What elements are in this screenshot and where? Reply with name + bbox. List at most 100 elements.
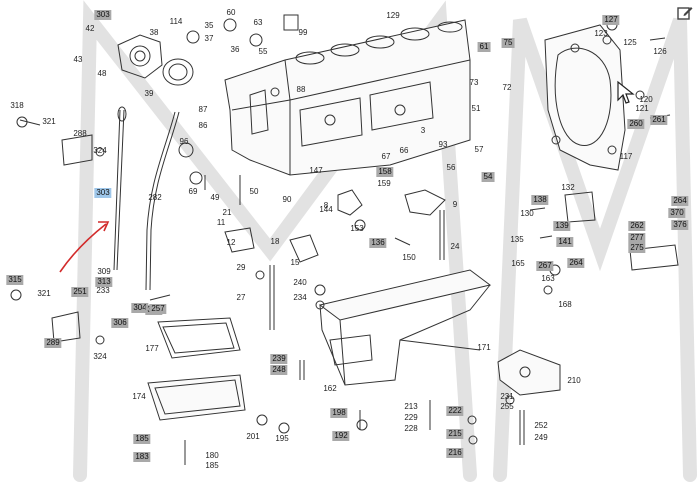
part-number-label[interactable]: 180 <box>205 451 219 460</box>
part-number-label[interactable]: 282 <box>148 193 162 202</box>
part-number-label[interactable]: 60 <box>226 8 236 17</box>
part-number-label[interactable]: 222 <box>446 406 464 416</box>
part-number-label[interactable]: 321 <box>42 117 56 126</box>
part-number-label[interactable]: 260 <box>627 119 645 129</box>
part-number-label[interactable]: 37 <box>204 34 214 43</box>
part-number-label[interactable]: 248 <box>270 365 288 375</box>
part-number-label[interactable]: 86 <box>198 121 208 130</box>
part-number-label[interactable]: 29 <box>236 263 246 272</box>
part-number-label[interactable]: 139 <box>553 221 571 231</box>
part-number-label[interactable]: 261 <box>650 115 668 125</box>
part-number-label[interactable]: 195 <box>275 434 289 443</box>
part-number-label[interactable]: 267 <box>536 261 554 271</box>
part-number-label[interactable]: 228 <box>404 424 418 433</box>
part-number-label[interactable]: 257 <box>149 304 167 314</box>
part-number-label[interactable]: 171 <box>477 343 491 352</box>
part-number-label[interactable]: 93 <box>438 140 448 149</box>
part-number-label[interactable]: 125 <box>623 38 637 47</box>
part-number-label[interactable]: 43 <box>73 55 83 64</box>
part-number-label[interactable]: 318 <box>10 101 24 110</box>
part-number-label[interactable]: 138 <box>531 195 549 205</box>
edit-icon[interactable] <box>676 4 694 22</box>
part-number-label[interactable]: 35 <box>204 21 214 30</box>
part-number-label[interactable]: 99 <box>298 28 308 37</box>
part-number-label[interactable]: 15 <box>290 258 300 267</box>
part-number-label[interactable]: 39 <box>144 89 154 98</box>
part-number-label[interactable]: 183 <box>133 452 151 462</box>
part-number-label[interactable]: 185 <box>133 434 151 444</box>
part-number-label[interactable]: 75 <box>501 38 515 48</box>
part-number-label[interactable]: 48 <box>97 69 107 78</box>
part-number-label[interactable]: 252 <box>534 421 548 430</box>
part-number-label[interactable]: 255 <box>500 402 514 411</box>
part-number-label[interactable]: 12 <box>226 238 236 247</box>
part-number-label[interactable]: 150 <box>402 253 416 262</box>
part-number-label[interactable]: 21 <box>222 208 232 217</box>
part-number-label[interactable]: 117 <box>619 152 633 161</box>
part-number-label[interactable]: 123 <box>594 29 608 38</box>
part-number-label[interactable]: 90 <box>282 195 292 204</box>
part-number-label[interactable]: 130 <box>520 209 534 218</box>
part-number-label[interactable]: 185 <box>205 461 219 470</box>
part-number-label[interactable]: 306 <box>111 318 129 328</box>
part-number-label[interactable]: 234 <box>293 293 307 302</box>
part-number-label[interactable]: 165 <box>511 259 525 268</box>
part-number-label[interactable]: 198 <box>330 408 348 418</box>
part-number-label[interactable]: 177 <box>145 344 159 353</box>
part-number-label[interactable]: 3 <box>420 126 426 135</box>
part-number-label[interactable]: 233 <box>96 286 110 295</box>
part-number-label[interactable]: 141 <box>556 237 574 247</box>
part-number-label[interactable]: 88 <box>296 85 306 94</box>
part-number-label[interactable]: 42 <box>85 24 95 33</box>
part-number-label[interactable]: 277 <box>628 233 646 243</box>
selected-part-label[interactable]: 303 <box>94 188 112 198</box>
part-number-label[interactable]: 262 <box>628 221 646 231</box>
part-number-label[interactable]: 229 <box>404 413 418 422</box>
part-number-label[interactable]: 158 <box>376 167 394 177</box>
part-number-label[interactable]: 288 <box>73 129 87 138</box>
part-number-label[interactable]: 67 <box>381 152 391 161</box>
part-number-label[interactable]: 313 <box>95 277 113 287</box>
part-number-label[interactable]: 87 <box>198 105 208 114</box>
part-number-label[interactable]: 9 <box>452 200 458 209</box>
part-number-label[interactable]: 213 <box>404 402 418 411</box>
part-number-label[interactable]: 210 <box>567 376 581 385</box>
part-number-label[interactable]: 174 <box>132 392 146 401</box>
part-number-label[interactable]: 135 <box>510 235 524 244</box>
part-number-label[interactable]: 57 <box>474 145 484 154</box>
part-number-label[interactable]: 51 <box>471 104 481 113</box>
part-number-label[interactable]: 129 <box>386 11 400 20</box>
part-number-label[interactable]: 275 <box>628 243 646 253</box>
part-number-label[interactable]: 147 <box>309 166 323 175</box>
part-number-label[interactable]: 324 <box>93 146 107 155</box>
part-number-label[interactable]: 11 <box>216 218 226 227</box>
part-number-label[interactable]: 159 <box>377 179 391 188</box>
part-number-label[interactable]: 63 <box>253 18 263 27</box>
part-number-label[interactable]: 56 <box>446 163 456 172</box>
part-number-label[interactable]: 36 <box>230 45 240 54</box>
part-number-label[interactable]: 324 <box>93 352 107 361</box>
part-number-label[interactable]: 69 <box>188 187 198 196</box>
part-number-label[interactable]: 192 <box>332 431 350 441</box>
part-number-label[interactable]: 231 <box>500 392 514 401</box>
part-number-label[interactable]: 201 <box>246 432 260 441</box>
part-number-label[interactable]: 315 <box>6 275 24 285</box>
part-number-label[interactable]: 321 <box>37 289 51 298</box>
part-number-label[interactable]: 55 <box>258 47 268 56</box>
part-number-label[interactable]: 264 <box>671 196 689 206</box>
part-number-label[interactable]: 126 <box>653 47 667 56</box>
part-number-label[interactable]: 61 <box>477 42 491 52</box>
part-number-label[interactable]: 38 <box>149 28 159 37</box>
part-number-label[interactable]: 239 <box>270 354 288 364</box>
part-number-label[interactable]: 27 <box>236 293 246 302</box>
part-number-label[interactable]: 153 <box>350 224 364 233</box>
part-number-label[interactable]: 309 <box>97 267 111 276</box>
part-number-label[interactable]: 264 <box>567 258 585 268</box>
part-number-label[interactable]: 50 <box>249 187 259 196</box>
part-number-label[interactable]: 72 <box>502 83 512 92</box>
part-number-label[interactable]: 304 <box>131 303 149 313</box>
part-number-label[interactable]: 303 <box>94 10 112 20</box>
part-number-label[interactable]: 114 <box>169 17 183 26</box>
part-number-label[interactable]: 162 <box>323 384 337 393</box>
part-number-label[interactable]: 18 <box>270 237 280 246</box>
